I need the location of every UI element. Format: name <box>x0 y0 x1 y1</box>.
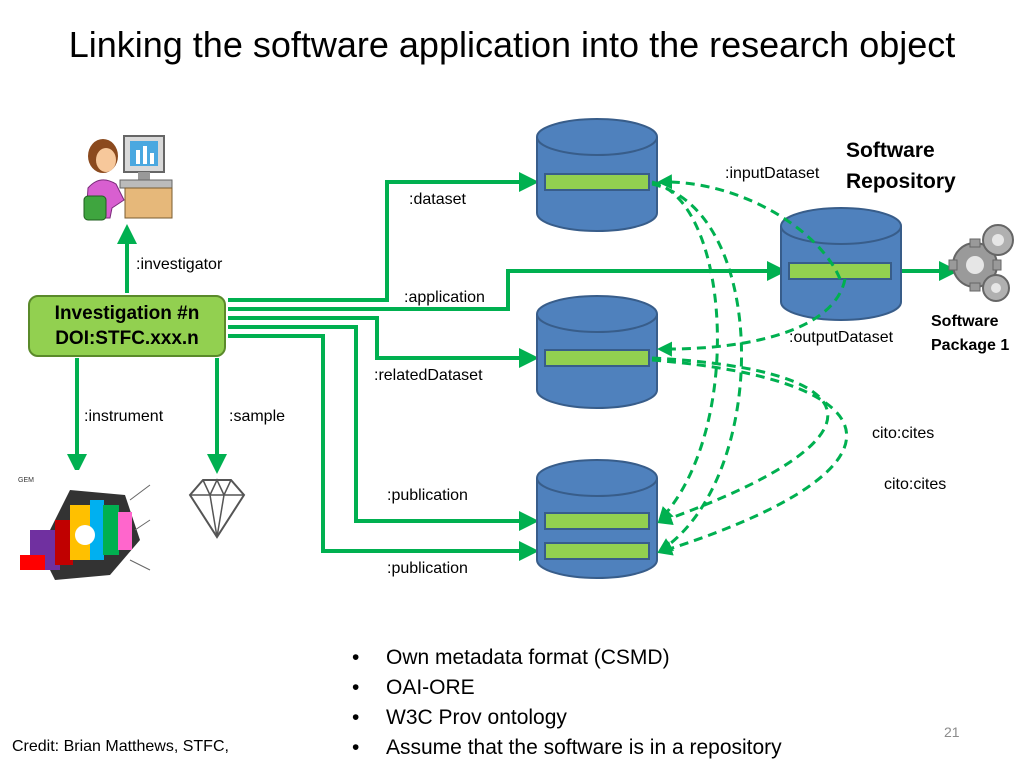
sample-label: :sample <box>229 408 286 425</box>
bullet-item: •OAI-ORE <box>352 676 475 699</box>
related-dataset-record-bar <box>544 349 650 367</box>
investigation-doi: DOI:STFC.xxx.n <box>55 328 199 349</box>
dataset-record-bar <box>544 173 650 191</box>
dataset-cylinder <box>536 118 658 232</box>
investigation-id: Investigation #n <box>54 303 200 324</box>
dataset-label: :dataset <box>409 191 466 208</box>
bullet-item: •Own metadata format (CSMD) <box>352 646 670 669</box>
investigator-label: :investigator <box>136 256 223 273</box>
dataset-link-arrow <box>228 172 539 302</box>
credit-text: Credit: Brian Matthews, STFC, <box>12 738 229 755</box>
publication-1-link-arrow <box>228 325 539 531</box>
page-number: 21 <box>944 724 960 740</box>
bullet-item: •Assume that the software is in a reposi… <box>352 736 782 759</box>
instrument-label: :instrument <box>84 408 164 425</box>
cites-link-1 <box>651 356 830 526</box>
software-package-line1: Software <box>931 313 999 330</box>
software-repository-line2: Repository <box>846 170 956 193</box>
related-dataset-label: :relatedDataset <box>374 367 483 384</box>
investigation-node: Investigation #n DOI:STFC.xxx.n <box>28 295 226 357</box>
publication-2-dataset-link <box>651 182 743 553</box>
slide-title: Linking the software application into th… <box>68 24 956 65</box>
publication-1-dataset-link <box>651 180 719 523</box>
bullet-item: •W3C Prov ontology <box>352 706 567 729</box>
software-package-line2: Package 1 <box>931 337 1010 354</box>
input-dataset-link <box>657 174 842 280</box>
output-dataset-label: :outputDataset <box>789 329 894 346</box>
cites-link-2 <box>651 358 849 556</box>
investigator-icon <box>83 135 173 221</box>
repository-cylinder <box>780 207 902 321</box>
related-dataset-link-arrow <box>228 316 539 368</box>
output-dataset-link <box>657 278 847 357</box>
publication-1-record-bar <box>544 512 650 530</box>
svg-text:GEM: GEM <box>18 477 34 484</box>
publication-1-label: :publication <box>387 487 468 504</box>
bullet-list: •Own metadata format (CSMD) •OAI-ORE •W3… <box>350 643 782 763</box>
software-repository-line1: Software <box>846 139 935 162</box>
cites-label-1: cito:cites <box>872 425 935 442</box>
publication-cylinder <box>536 459 658 579</box>
software-repository-label: Software Repository <box>846 135 956 197</box>
application-label: :application <box>404 289 485 306</box>
detector-icon: GEM <box>12 470 162 588</box>
publication-2-link-arrow <box>228 334 539 561</box>
publication-2-label: :publication <box>387 560 468 577</box>
diamond-icon <box>188 478 246 539</box>
application-link-arrow <box>228 261 787 311</box>
related-dataset-cylinder <box>536 295 658 409</box>
input-dataset-label: :inputDataset <box>725 165 820 182</box>
software-package-label: Software Package 1 <box>931 310 1009 358</box>
gears-icon <box>948 224 1014 302</box>
cites-label-2: cito:cites <box>884 476 947 493</box>
publication-2-record-bar <box>544 542 650 560</box>
